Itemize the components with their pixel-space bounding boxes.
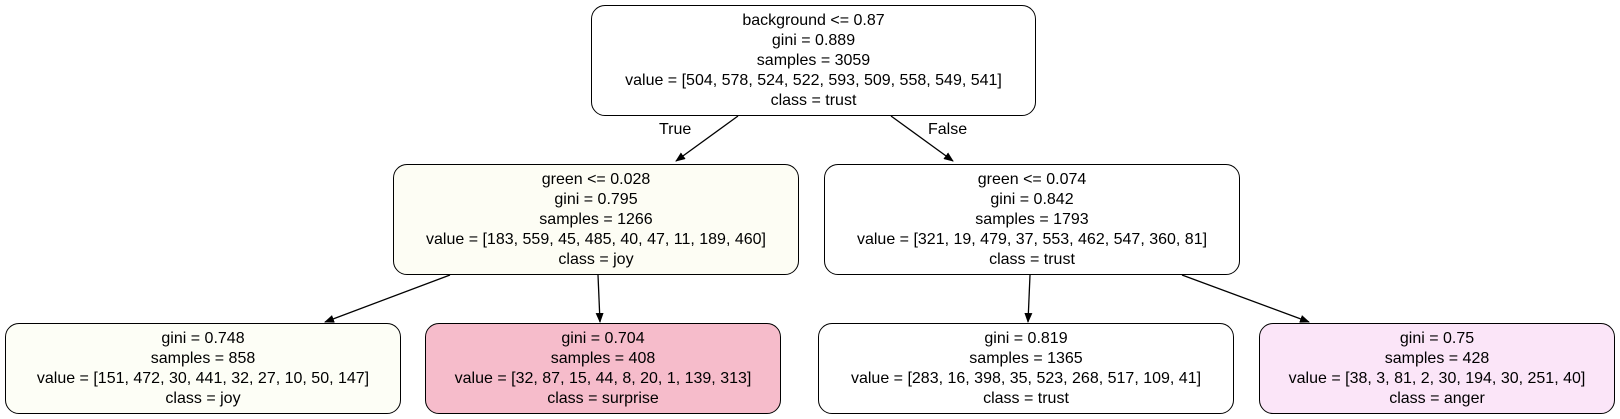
node-value: value = [504, 578, 524, 522, 593, 509, 5… [625, 71, 1002, 89]
node-left-left: gini = 0.748 samples = 858 value = [151,… [5, 323, 401, 414]
node-value: value = [321, 19, 479, 37, 553, 462, 547… [856, 230, 1208, 248]
node-gini: gini = 0.748 [161, 329, 245, 347]
node-right: green <= 0.074 gini = 0.842 samples = 17… [824, 164, 1240, 275]
edge-left-leftright [595, 274, 604, 323]
node-value: value = [183, 559, 45, 485, 40, 47, 11, … [426, 230, 766, 248]
node-gini: gini = 0.819 [984, 329, 1068, 347]
node-gini: gini = 0.889 [771, 31, 856, 49]
node-samples: samples = 1266 [539, 210, 653, 228]
edge-right-rightright [1181, 274, 1310, 323]
node-right-right: gini = 0.75 samples = 428 value = [38, 3… [1259, 323, 1615, 414]
edge-root-left [675, 115, 739, 162]
node-class: class = anger [1389, 389, 1485, 407]
node-class: class = trust [983, 389, 1069, 407]
node-split: background <= 0.87 [742, 11, 885, 29]
node-right-left: gini = 0.819 samples = 1365 value = [283… [818, 323, 1234, 414]
edge-left-leftleft [324, 274, 451, 323]
node-samples: samples = 428 [1384, 349, 1490, 367]
node-gini: gini = 0.795 [554, 190, 638, 208]
edge-root-right [890, 115, 954, 162]
node-gini: gini = 0.704 [561, 329, 645, 347]
node-root: background <= 0.87 gini = 0.889 samples … [591, 5, 1036, 116]
node-samples: samples = 1365 [969, 349, 1083, 367]
edge-right-rightleft [1024, 274, 1033, 323]
node-value: value = [38, 3, 81, 2, 30, 194, 30, 251,… [1288, 369, 1586, 387]
edge-label-false: False [928, 121, 968, 138]
node-value: value = [151, 472, 30, 441, 32, 27, 10, … [36, 369, 370, 387]
node-class: class = trust [770, 91, 857, 109]
node-samples: samples = 858 [150, 349, 256, 367]
node-class: class = trust [989, 250, 1075, 268]
node-left: green <= 0.028 gini = 0.795 samples = 12… [393, 164, 799, 275]
node-samples: samples = 1793 [975, 210, 1089, 228]
node-samples: samples = 3059 [756, 51, 871, 69]
node-split: green <= 0.028 [541, 170, 651, 188]
node-value: value = [32, 87, 15, 44, 8, 20, 1, 139, … [454, 369, 752, 387]
node-class: class = joy [558, 250, 634, 268]
edge-label-true: True [659, 121, 692, 138]
node-left-right: gini = 0.704 samples = 408 value = [32, … [425, 323, 781, 414]
node-class: class = joy [165, 389, 241, 407]
node-class: class = surprise [547, 389, 659, 407]
node-split: green <= 0.074 [977, 170, 1087, 188]
node-gini: gini = 0.75 [1399, 329, 1475, 347]
node-samples: samples = 408 [550, 349, 656, 367]
node-value: value = [283, 16, 398, 35, 523, 268, 517… [850, 369, 1202, 387]
node-gini: gini = 0.842 [990, 190, 1074, 208]
